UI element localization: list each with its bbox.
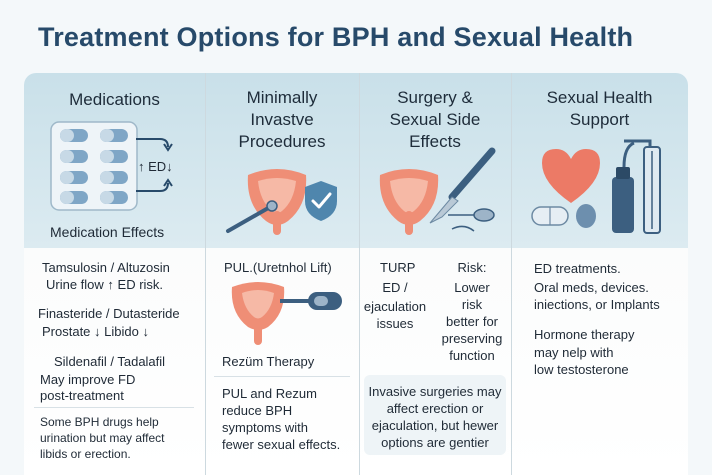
risk-detail-1: Lower bbox=[454, 280, 490, 295]
turp-effect-2: ejaculation bbox=[363, 299, 427, 314]
detail-band bbox=[24, 248, 688, 475]
surgery-summary-box bbox=[364, 375, 506, 455]
minimally-invasive-heading: Minimally Invastve Procedures bbox=[205, 87, 359, 153]
sexual-health-heading: Sexual Health Support bbox=[511, 87, 688, 131]
risk-label: Risk: bbox=[457, 260, 487, 275]
heading-line: Support bbox=[569, 110, 630, 129]
heading-line: Minimally bbox=[246, 88, 318, 107]
prostate-icon bbox=[379, 169, 439, 235]
minimally-invasive-summary-1: PUL and Rezum bbox=[222, 386, 317, 401]
surgery-summary-4: options are gentier bbox=[381, 435, 489, 450]
urethral-lift-device-icon bbox=[231, 282, 342, 345]
minimally-invasive-summary-3: symptoms with bbox=[222, 420, 308, 435]
drug3-effect-1: May improve FD bbox=[40, 372, 136, 387]
turp-effect-3: issues bbox=[376, 316, 414, 331]
minimally-invasive-summary-2: reduce BPH bbox=[222, 403, 293, 418]
heading-line: Invastve bbox=[250, 110, 314, 129]
vacuum-device-icon bbox=[612, 139, 661, 234]
heading-line: Sexual Health bbox=[546, 88, 653, 107]
surgery-heading: Surgery & Sexual Side Effects bbox=[359, 87, 511, 153]
column-divider bbox=[205, 73, 206, 475]
heading-line: Procedures bbox=[238, 132, 326, 151]
heading-line: Effects bbox=[409, 132, 461, 151]
hormone-therapy-1: Hormone therapy bbox=[534, 327, 635, 342]
drug1-effect: Urine flow ↑ ED risk. bbox=[46, 277, 164, 292]
drug2-name: Finasteride / Dutasteride bbox=[38, 306, 180, 321]
divider bbox=[34, 407, 194, 408]
surgery-summary-1: Invasive surgeries may bbox=[368, 384, 502, 399]
risk-detail-4: preserving bbox=[441, 331, 503, 346]
pill-icon bbox=[531, 204, 596, 228]
hormone-therapy-3: low testosterone bbox=[534, 362, 629, 377]
risk-detail-5: function bbox=[449, 348, 495, 363]
arrows-icon bbox=[136, 138, 173, 192]
surgery-summary-3: ejaculation, but hewer bbox=[371, 418, 499, 433]
shield-check-icon bbox=[305, 181, 337, 221]
surgery-summary-2: affect erection or bbox=[386, 401, 484, 416]
pill-blister-pack-icon bbox=[50, 121, 138, 211]
drug3-effect-2: post-treatment bbox=[40, 388, 124, 403]
column-divider bbox=[511, 73, 512, 475]
risk-detail-3: better for bbox=[445, 314, 499, 329]
turp-label: TURP bbox=[380, 260, 416, 275]
medications-note-3: libids or erection. bbox=[40, 447, 131, 461]
medication-effects-label: Medication Effects bbox=[50, 224, 165, 240]
ed-indicator: ↑ ED↓ bbox=[138, 159, 173, 174]
hormone-therapy-2: may nelp with bbox=[534, 345, 614, 360]
divider bbox=[214, 376, 350, 377]
pul-label: PUL.(Uretnhol Lift) bbox=[224, 260, 332, 275]
drug1-name: Tamsulosin / Altuzosin bbox=[42, 260, 170, 275]
heading-line: Sexual Side bbox=[389, 110, 481, 129]
medications-note-1: Some BPH drugs help bbox=[40, 415, 159, 429]
medications-note-2: urination but may affect bbox=[40, 431, 165, 445]
drug3-name: Sildenafil / Tadalafil bbox=[54, 354, 166, 369]
sexual-health-treatment-1: ED treatments. bbox=[534, 261, 621, 276]
surgical-probe-icon bbox=[448, 208, 495, 232]
medications-heading: Medications bbox=[69, 90, 160, 109]
sexual-health-treatment-2: Oral meds, devices. bbox=[534, 280, 649, 295]
catheter-tool-icon bbox=[226, 200, 278, 233]
treatment-panel: Medications ↑ ED↓ Medication Effects Tam… bbox=[24, 73, 688, 475]
sexual-health-treatment-3: iniections, or Implants bbox=[534, 297, 660, 312]
heart-icon bbox=[542, 149, 600, 203]
column-divider bbox=[359, 73, 360, 475]
minimally-invasive-summary-4: fewer sexual effects. bbox=[222, 437, 341, 452]
turp-effect-1: ED / bbox=[382, 280, 408, 295]
page-title: Treatment Options for BPH and Sexual Hea… bbox=[38, 22, 634, 52]
scalpel-icon bbox=[429, 147, 496, 224]
rezum-label: Rezüm Therapy bbox=[222, 354, 315, 369]
heading-line: Surgery & bbox=[397, 88, 473, 107]
risk-detail-2: risk bbox=[461, 297, 483, 312]
drug2-effect: Prostate ↓ Libido ↓ bbox=[42, 324, 149, 339]
